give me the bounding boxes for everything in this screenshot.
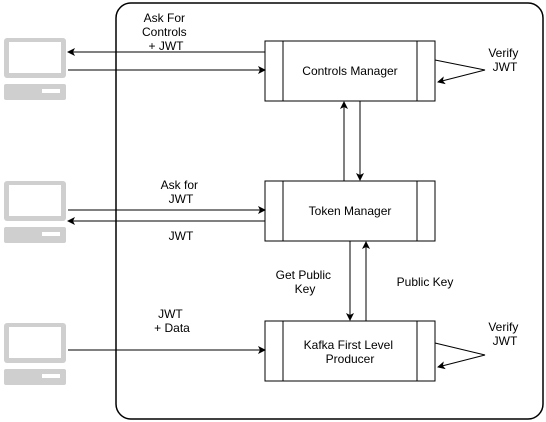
ask-for-jwt-line2: JWT: [169, 192, 194, 206]
ask-for-controls-line2: Controls: [142, 25, 187, 39]
ask-for-controls-line1: Ask For: [144, 11, 185, 25]
jwt-data-line1: JWT: [158, 307, 183, 321]
verify-loop-top: [434, 59, 486, 85]
verify-jwt-top-line1: Verify: [488, 46, 518, 60]
ask-for-jwt-line1: Ask for: [161, 178, 198, 192]
system-boundary: [115, 2, 544, 420]
get-public-key-line1: Get Public: [276, 268, 331, 282]
kafka-producer-label: Kafka First Level Producer: [304, 338, 397, 366]
computer-icon: [4, 181, 66, 243]
token-manager-label: Token Manager: [309, 204, 392, 218]
jwt-label: JWT: [169, 229, 194, 243]
verify-jwt-bottom-line2: JWT: [493, 334, 518, 348]
get-public-key-label: Get Public Key: [276, 268, 335, 296]
computer-icon: [4, 38, 66, 100]
kafka-producer-label-line2: Producer: [326, 352, 375, 366]
get-public-key-line2: Key: [295, 282, 316, 296]
ask-for-controls-label: Ask For Controls + JWT: [142, 11, 190, 53]
kafka-producer-box: Kafka First Level Producer: [264, 320, 436, 382]
jwt-data-line2: + Data: [154, 321, 190, 335]
jwt-data-label: JWT + Data: [154, 307, 190, 335]
verify-jwt-bottom-label: Verify JWT: [488, 320, 521, 348]
kafka-producer-label-line1: Kafka First Level: [304, 338, 393, 352]
public-key-label: Public Key: [397, 275, 454, 289]
ask-for-controls-line3: + JWT: [149, 39, 185, 53]
verify-loop-bottom: [434, 342, 486, 370]
controls-manager-label: Controls Manager: [302, 64, 397, 78]
verify-jwt-top-line2: JWT: [493, 60, 518, 74]
controls-manager-box: Controls Manager: [264, 40, 436, 102]
token-manager-box: Token Manager: [264, 180, 436, 242]
computer-icon: [4, 323, 66, 385]
verify-jwt-top-label: Verify JWT: [488, 46, 521, 74]
ask-for-jwt-label: Ask for JWT: [161, 178, 202, 206]
verify-jwt-bottom-line1: Verify: [488, 320, 518, 334]
